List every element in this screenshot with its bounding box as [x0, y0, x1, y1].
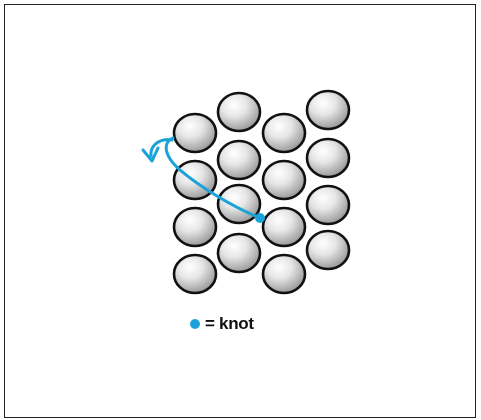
- sphere: [218, 234, 260, 272]
- legend: = knot: [190, 312, 254, 336]
- sphere: [174, 114, 216, 152]
- sphere: [218, 185, 260, 223]
- knot-marker-icon: [190, 319, 200, 329]
- sphere: [263, 114, 305, 152]
- sphere: [174, 255, 216, 293]
- sphere: [263, 255, 305, 293]
- sphere-grid: [174, 91, 349, 293]
- sphere: [263, 161, 305, 199]
- sphere: [263, 208, 305, 246]
- legend-label: = knot: [205, 314, 254, 334]
- sphere: [307, 91, 349, 129]
- knot-marker: [255, 213, 265, 223]
- sphere: [218, 93, 260, 131]
- sphere: [218, 141, 260, 179]
- sphere: [307, 139, 349, 177]
- sphere: [307, 186, 349, 224]
- sphere: [307, 231, 349, 269]
- sphere: [174, 208, 216, 246]
